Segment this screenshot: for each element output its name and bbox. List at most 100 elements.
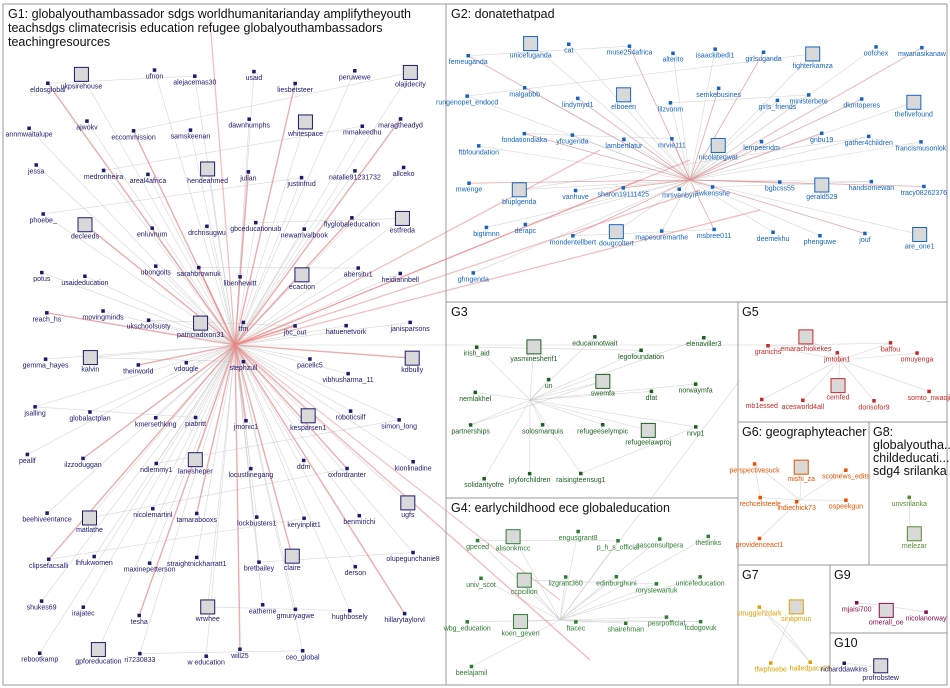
node-rebootkamp[interactable]: rebootkamp: [21, 651, 58, 664]
node-mrvie111[interactable]: mrvie111: [658, 137, 686, 149]
node-derson[interactable]: derson: [345, 564, 367, 577]
node-clipsefacsalli[interactable]: clipsefacsalli: [29, 557, 69, 570]
node-rechcelsteele[interactable]: rechcelsteele: [740, 495, 781, 508]
node-tesha[interactable]: tesha: [131, 613, 148, 626]
node-olupegunchanie8[interactable]: olupegunchanie8: [386, 550, 440, 563]
node-lambertlatur[interactable]: lambertlatur: [605, 137, 643, 150]
node-natalie91231732[interactable]: natalie91231732: [329, 169, 381, 181]
node-annmwaitalupe[interactable]: annmwaitalupe: [6, 126, 53, 139]
node-usaideducation[interactable]: usaideducation: [61, 274, 109, 287]
node-sharon19111425[interactable]: sharon19111425: [598, 186, 650, 198]
node-oofchex[interactable]: oofchex: [864, 45, 889, 57]
node-unvsrilanka[interactable]: unvsrilanka: [892, 495, 928, 508]
node-ospeekgun[interactable]: ospeekgun: [829, 498, 863, 511]
node-justinfrud[interactable]: justinfrud: [286, 175, 316, 188]
node-hendeahmed[interactable]: hendeahmed: [187, 161, 228, 185]
node-estfreda[interactable]: estfreda: [390, 210, 415, 234]
node-ecaction[interactable]: ecaction: [289, 267, 315, 291]
node-cemfed[interactable]: cemfed: [827, 378, 850, 402]
node-struggler2dark[interactable]: struggler2dark: [737, 605, 782, 618]
node-ftbfoundation[interactable]: ftbfoundation: [458, 144, 499, 156]
node-dawnhumphs[interactable]: dawnhumphs: [228, 117, 270, 130]
node-unicefeducation[interactable]: unicefeducation: [676, 575, 725, 587]
node-wbg_education[interactable]: wbg_education: [443, 620, 491, 632]
node-tfm[interactable]: tfm: [239, 320, 249, 333]
node-enluvnum[interactable]: enluvnum: [137, 226, 168, 239]
node-nrvp1[interactable]: nrvp1: [687, 425, 705, 437]
node-peallf[interactable]: peallf: [19, 452, 36, 465]
node-bluplgenda[interactable]: bluplgenda: [502, 182, 537, 206]
node-mjaisi700[interactable]: mjaisi700: [842, 601, 872, 613]
node-hughbosely[interactable]: hughbosely: [332, 608, 368, 621]
node-engusgrant8[interactable]: engusgrant8: [559, 529, 598, 542]
node-acesworld4all[interactable]: acesworld4all: [782, 398, 825, 411]
node-partnerships[interactable]: partnerships: [451, 423, 490, 435]
node-kionlinadine[interactable]: kionlinadine: [395, 460, 432, 472]
node-isaackibedi1[interactable]: isaackibedi1: [696, 47, 735, 60]
node-piabritt[interactable]: piabritt: [185, 415, 206, 428]
node-matlathe[interactable]: matlathe: [76, 510, 103, 534]
node-ministerbete[interactable]: ministerbete: [790, 93, 828, 105]
node-semkebusines[interactable]: semkebusines: [696, 86, 741, 99]
node-liesbetsteer[interactable]: liesbetsteer: [277, 81, 314, 94]
node-ufnon[interactable]: ufnon: [146, 68, 164, 81]
node-gnbu19[interactable]: gnbu19: [810, 131, 833, 144]
node-lizgrant360[interactable]: lizgrant360: [549, 575, 583, 587]
node-providenceact1[interactable]: providenceact1: [736, 536, 784, 549]
node-fcdogovuk[interactable]: fcdogovuk: [685, 619, 717, 632]
node-jmonic1[interactable]: jmonic1: [233, 418, 258, 431]
node-gemma_hayes[interactable]: gemma_hayes: [23, 357, 69, 370]
node-msbree011[interactable]: msbree011: [697, 227, 732, 240]
node-granichs[interactable]: granichs: [755, 343, 782, 356]
node-nemlakhel[interactable]: nemlakhel: [459, 390, 492, 403]
node-legofoundation[interactable]: legofoundation: [618, 348, 664, 361]
node-shukes69[interactable]: shukes69: [27, 599, 57, 612]
node-eatherne[interactable]: eatherne: [249, 603, 277, 615]
node-gpforeducation[interactable]: gpforeducation: [75, 642, 122, 666]
node-reach_hs[interactable]: reach_hs: [32, 311, 62, 323]
node-kalvin[interactable]: kalvin: [81, 350, 99, 374]
node-hillarytaylorvl[interactable]: hillarytaylorvl: [384, 611, 425, 624]
node-gerald529[interactable]: gerald529: [806, 177, 837, 201]
node-mmakeedhu[interactable]: mmakeedhu: [343, 124, 382, 137]
node-lindymyd1[interactable]: lindymyd1: [562, 96, 594, 109]
node-allceko[interactable]: allceko: [393, 165, 415, 178]
node-gather4children[interactable]: gather4children: [845, 134, 893, 147]
node-eccommission[interactable]: eccommission: [111, 129, 156, 141]
node-ndlemmy1[interactable]: ndlemmy1: [140, 461, 173, 474]
node-pesrpofficial[interactable]: pesrpofficial: [648, 615, 686, 628]
node-whitespace[interactable]: whitespace: [287, 114, 323, 138]
node-beehiveentance[interactable]: beehiveentance: [22, 511, 72, 524]
node-dfat[interactable]: dfat: [646, 389, 658, 402]
node-ajwokv[interactable]: ajwokv: [76, 119, 98, 132]
node-ri7230833[interactable]: ri7230833: [124, 651, 156, 664]
node-jbc_out[interactable]: jbc_out: [283, 324, 307, 336]
node-scotnews_edits[interactable]: scotnews_edits: [822, 468, 870, 481]
node-somto_nwaoji[interactable]: somto_nwaoji: [908, 389, 950, 402]
node-will25[interactable]: will25: [230, 647, 249, 660]
node-muse254africa[interactable]: muse254africa: [607, 44, 653, 57]
node-jmtobin1[interactable]: jmtobin1: [823, 351, 851, 363]
node-globalactplan[interactable]: globalactplan: [69, 410, 111, 423]
node-mrsvenbyn[interactable]: mrsvenbyn: [662, 187, 696, 200]
node-halledpacs28[interactable]: halledpacs28: [790, 660, 831, 673]
node-alejacemas30[interactable]: alejacemas30: [173, 74, 217, 87]
node-ukschoolsusty[interactable]: ukschoolsusty: [127, 318, 171, 331]
node-peruwewe[interactable]: peruwewe: [339, 69, 371, 81]
node-ukpsirehouse[interactable]: ukpsirehouse: [61, 66, 103, 90]
node-drchrisugwu[interactable]: drchrisugwu: [188, 224, 226, 237]
node-heidiannbell[interactable]: heidiannbell: [382, 271, 420, 284]
node-flyglobaleducation[interactable]: flyglobaleducation: [324, 216, 380, 228]
node-bretbailey[interactable]: bretbailey: [244, 560, 275, 573]
node-omerall_oe[interactable]: omerall_oe: [869, 602, 904, 626]
node-kesparsen1[interactable]: kesparsen1: [290, 408, 326, 432]
node-jsalling[interactable]: jsalling: [23, 405, 46, 417]
node-deemekhu[interactable]: deemekhu: [757, 230, 790, 243]
node-mapesuremarthe[interactable]: mapesuremarthe: [635, 229, 688, 242]
node-phoebe_[interactable]: phoebe_: [30, 212, 57, 225]
node-refugeelawproj[interactable]: refugeelawproj: [625, 422, 672, 446]
node-univ_scot[interactable]: univ_scot: [466, 576, 496, 589]
node-swemfa[interactable]: swemfa: [591, 373, 615, 397]
node-fondationdiaka[interactable]: fondationdiaka: [502, 131, 548, 144]
node-educannotwait[interactable]: educannotwait: [572, 335, 617, 347]
